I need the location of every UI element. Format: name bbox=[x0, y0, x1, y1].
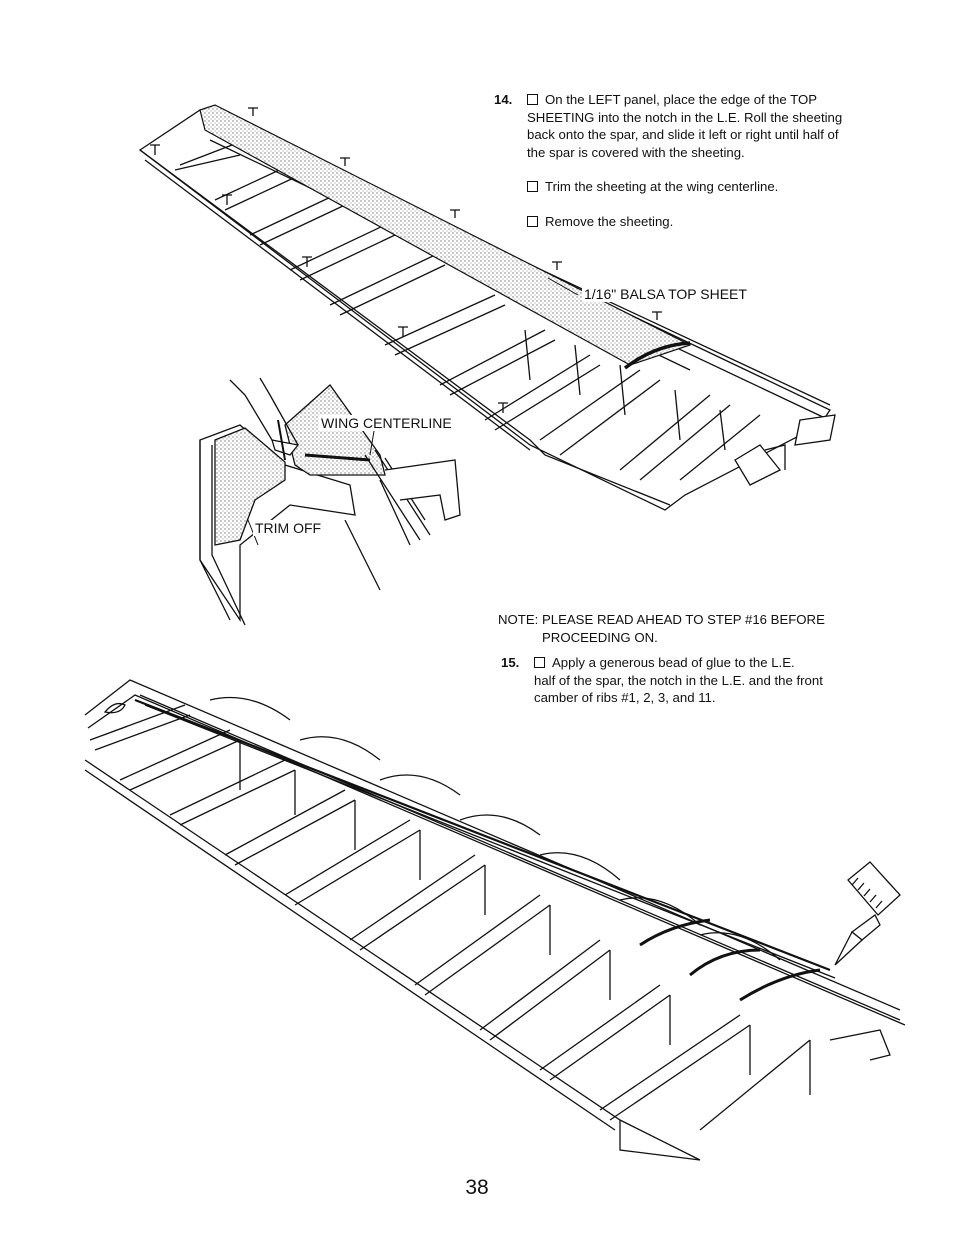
wing-centerline-label: WING CENTERLINE bbox=[319, 415, 454, 431]
top-sheet-leader bbox=[547, 277, 579, 296]
note-block: NOTE: PLEASE READ AHEAD TO STEP #16 BEFO… bbox=[498, 611, 858, 646]
step-14-paragraph-1: On the LEFT panel, place the edge of the… bbox=[527, 92, 843, 160]
glue-bottle-icon bbox=[834, 861, 901, 966]
page-number: 38 bbox=[465, 1176, 489, 1199]
checkbox-icon[interactable] bbox=[527, 215, 538, 227]
sheet-rolled-edge bbox=[623, 341, 691, 370]
step-15: 15. Apply a generous bead of glue to the… bbox=[501, 654, 864, 707]
step-14-paragraph-2: Trim the sheeting at the wing centerline… bbox=[527, 178, 857, 196]
checkbox-icon[interactable] bbox=[527, 94, 538, 105]
bottom-wing-panel-drawing bbox=[84, 679, 906, 1161]
step-14: 14. On the LEFT panel, place the edge of… bbox=[494, 91, 857, 247]
centerline-trim-inset bbox=[199, 377, 461, 626]
checkbox-icon[interactable] bbox=[527, 181, 538, 192]
note-line-2: PROCEEDING ON. bbox=[542, 629, 658, 645]
step-15-line-2: half of the spar, the notch in the L.E. … bbox=[534, 672, 823, 688]
checkbox-icon[interactable] bbox=[534, 657, 545, 668]
top-sheet-label: 1/16" BALSA TOP SHEET bbox=[582, 286, 749, 302]
step-14-paragraph-3: Remove the sheeting. bbox=[527, 213, 857, 231]
note-line-1: NOTE: PLEASE READ AHEAD TO STEP #16 BEFO… bbox=[498, 612, 825, 627]
step-15-line-1: Apply a generous bead of glue to the L.E… bbox=[534, 654, 864, 672]
balsa-top-sheet-shape bbox=[199, 104, 692, 366]
step-15-number: 15. bbox=[501, 655, 520, 670]
trim-off-label: TRIM OFF bbox=[253, 520, 324, 536]
step-14-number: 14. bbox=[494, 92, 513, 107]
step-15-line-3: camber of ribs #1, 2, 3, and 11. bbox=[534, 690, 716, 705]
